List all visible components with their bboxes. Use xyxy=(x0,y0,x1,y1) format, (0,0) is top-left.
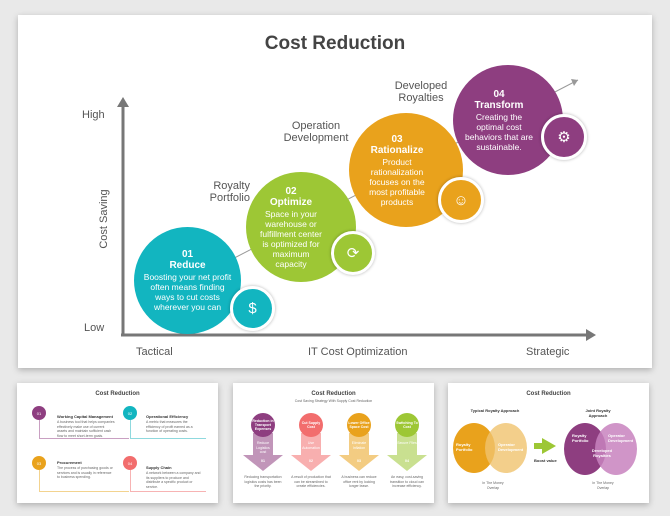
stage-desc: Space in your warehouse or fulfillment c… xyxy=(260,208,322,269)
stage-num: 01 xyxy=(181,249,194,260)
thumb-item-desc: The process of purchasing goods or servi… xyxy=(57,466,113,479)
venn-note: In The Money Overlap xyxy=(482,481,504,490)
x-center-label: IT Cost Optimization xyxy=(308,346,408,358)
stage-num: 02 xyxy=(285,185,297,197)
dollar-icon: $ xyxy=(230,286,275,331)
step-arrow-label: Eliminate Inflation xyxy=(351,441,367,450)
connector-line xyxy=(39,420,129,439)
thumb-item-desc: A network between a company and its supp… xyxy=(146,471,201,489)
arrow-down-icon xyxy=(339,455,379,471)
stage-desc: Product rationalization focuses on the m… xyxy=(369,156,425,207)
venn-left-heading: Typical Royalty Approach xyxy=(470,408,520,413)
venn-label: Royalty Portfolio xyxy=(456,442,473,452)
stage-desc: Creating the optimal cost behaviors that… xyxy=(464,111,534,152)
head-brain-icon: ☺ xyxy=(438,177,484,223)
thumb-step-circle: Lower Office Space Cost xyxy=(347,413,371,437)
arrow-right-icon xyxy=(542,438,556,454)
venn-right-heading: Joint Royalty Approach xyxy=(585,408,611,418)
thumbnail-2[interactable]: Cost Reduction Cost Saving Strategy With… xyxy=(233,383,434,503)
stage-title: Rationalize xyxy=(370,144,424,156)
venn-label: Operator Development xyxy=(608,433,634,443)
thumb-item-title: Operational Efficiency xyxy=(146,414,189,419)
thumb-badge: 02 xyxy=(123,406,137,420)
side-label-3: Operation Development xyxy=(283,120,349,144)
thumb-title: Cost Reduction xyxy=(311,391,356,397)
arrow-down-icon xyxy=(291,455,331,471)
connector-line xyxy=(130,470,206,492)
venn-circle xyxy=(595,423,637,475)
venn-circle xyxy=(485,423,527,473)
chart-cycle-icon: ⟳ xyxy=(331,231,375,275)
step-num: 01 xyxy=(261,459,265,463)
thumb-subtitle: Cost Saving Strategy With Supply Cost Re… xyxy=(294,399,373,403)
thumb-badge: 01 xyxy=(32,406,46,420)
venn-note: In The Money Overlap xyxy=(592,481,614,490)
stage-title: Optimize xyxy=(269,196,313,208)
step-num: 03 xyxy=(357,459,361,463)
step-desc: A business can reduce office rent by loc… xyxy=(341,475,377,488)
step-num: 04 xyxy=(405,459,409,463)
thumb-item-desc: A metric that measures the efficiency of… xyxy=(146,420,193,433)
x-left-label: Tactical xyxy=(136,346,173,358)
step-title: Cut Supply Cost xyxy=(301,421,321,429)
arrow-shaft xyxy=(253,433,273,455)
step-desc: Reducing transportation logistics costs … xyxy=(244,475,282,488)
arrow-down-icon xyxy=(387,455,427,471)
arrow-down-icon xyxy=(243,455,283,471)
connector-line xyxy=(130,420,206,439)
side-label-2: Royalty Portfolio xyxy=(209,180,250,204)
stage-1-circle: 01 Reduce Boosting your net profit often… xyxy=(134,227,241,334)
stage-desc: Boosting your net profit often means fin… xyxy=(143,272,232,312)
thumb-step-circle: Cut Supply Cost xyxy=(299,413,323,437)
thumbnail-1[interactable]: Cost Reduction 01 Working Capital Manage… xyxy=(17,383,218,503)
thumb-step-circle: Switching To Cost xyxy=(395,413,419,437)
boost-label: Boost value xyxy=(534,458,557,463)
arrow-shaft xyxy=(301,433,321,455)
stage-title: Transform xyxy=(474,99,524,111)
venn-label: Developed Royalties xyxy=(591,448,613,458)
x-right-label: Strategic xyxy=(526,346,570,358)
slide-title: Cost Reduction xyxy=(264,33,406,54)
arrow-shaft xyxy=(534,443,544,449)
thumb-item-title: Working Capital Management xyxy=(57,414,113,419)
thumb-badge: 03 xyxy=(32,456,46,470)
thumbnail-3[interactable]: Cost Reduction Typical Royalty Approach … xyxy=(448,383,649,503)
stage-2-circle: 02 Optimize Space in your warehouse or f… xyxy=(246,172,356,282)
step-title: Lower Office Space Cost xyxy=(348,421,370,429)
arrow-shaft xyxy=(397,433,417,455)
y-axis-label: Cost Saving xyxy=(98,189,110,249)
stage-num: 03 xyxy=(391,133,403,145)
main-slide: Cost Reduction High Low Cost Saving Tact… xyxy=(18,15,652,368)
thumb-badge: 04 xyxy=(123,456,137,470)
step-title: Reduction in Transport Expenses xyxy=(252,419,274,431)
venn-label: Royalty Portfolio xyxy=(572,433,589,443)
y-low-label: Low xyxy=(84,322,105,334)
arrow-shaft xyxy=(349,433,369,455)
thumb-title: Cost Reduction xyxy=(95,391,140,397)
stage-title: Reduce xyxy=(169,260,206,271)
thumb-item-title: Supply Chain xyxy=(146,465,172,470)
step-desc: A result of production that can be strea… xyxy=(291,475,331,488)
y-high-label: High xyxy=(82,109,105,121)
venn-label: Operator Development xyxy=(498,442,524,452)
step-arrow-label: Secure Files xyxy=(397,441,417,445)
thumb-item-title: Procurement xyxy=(57,460,82,465)
thumb-step-circle: Reduction in Transport Expenses xyxy=(251,413,275,437)
step-title: Switching To Cost xyxy=(396,421,418,429)
step-desc: An easy, cost-saving transition to cloud… xyxy=(389,475,425,488)
thumb-item-desc: A business tool that helps companies eff… xyxy=(57,420,115,438)
thumb-title: Cost Reduction xyxy=(526,391,571,397)
step-num: 02 xyxy=(309,459,313,463)
connector-line xyxy=(39,470,129,492)
step-arrow-label: Reduce Logistics cost xyxy=(256,441,270,454)
stage-4-circle: 04 Transform Creating the optimal cost b… xyxy=(453,65,563,175)
gear-chart-icon: ⚙ xyxy=(541,114,587,160)
step-arrow-label: Use Automation xyxy=(302,441,320,450)
side-label-4: Developed Royalties xyxy=(394,80,448,104)
stage-num: 04 xyxy=(493,88,505,100)
